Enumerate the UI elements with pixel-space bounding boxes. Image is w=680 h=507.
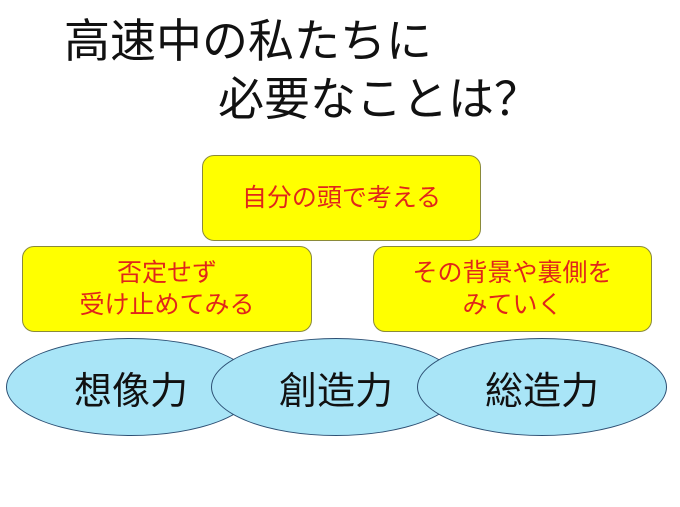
look-behind-text-line-1: その背景や裏側を (412, 257, 613, 287)
accept-text-line-1: 否定せず (116, 257, 217, 287)
look-behind-text-line-2: みていく (462, 290, 563, 319)
total-power-ellipse: 総造力 (417, 338, 667, 436)
think-yourself-text: 自分の頭で考える (241, 182, 442, 212)
creativity-label: 創造力 (278, 368, 393, 413)
accept-text-line-2: 受け止めてみる (79, 290, 255, 319)
accept-without-denial-box: 否定せず 受け止めてみる (22, 246, 312, 332)
title-line-2: 必要なことは？ (218, 72, 540, 126)
total-power-label: 総造力 (484, 368, 599, 413)
imagination-label: 想像力 (73, 368, 188, 413)
look-behind-box: その背景や裏側を みていく (373, 246, 652, 332)
title-line-1: 高速中の私たちに (64, 14, 432, 68)
think-yourself-box: 自分の頭で考える (202, 155, 481, 241)
